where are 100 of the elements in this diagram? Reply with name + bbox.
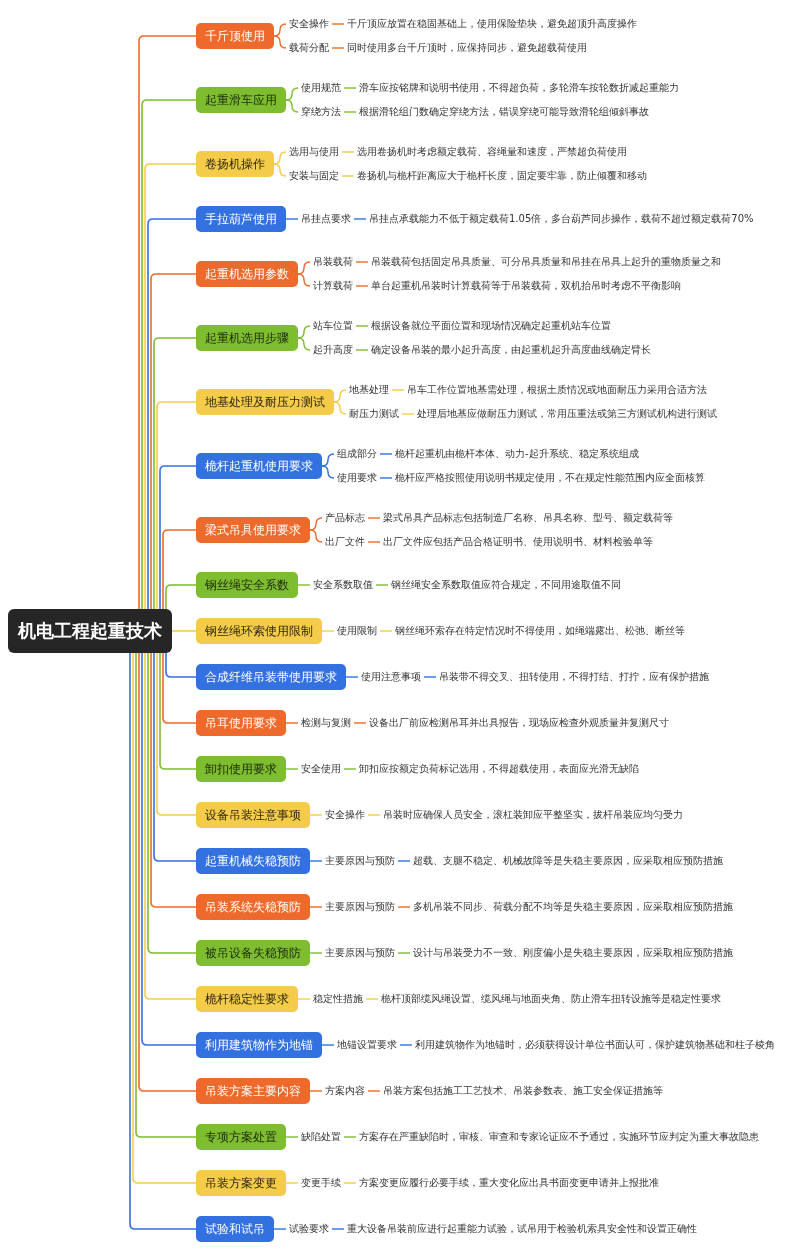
topic-box: 梁式吊具使用要求: [196, 517, 310, 543]
connector-line: [297, 998, 311, 1000]
connector-line: [309, 860, 323, 862]
subtopic-label: 计算载荷: [310, 279, 356, 293]
topic-box: 手拉葫芦使用: [196, 206, 286, 232]
detail-text: 梁式吊具产品标志包括制造厂名称、吊具名称、型号、额定载荷等: [380, 511, 676, 525]
connector-line: [141, 652, 197, 1046]
connector-line: [297, 273, 311, 287]
connector-line: [321, 453, 335, 467]
subtopic-label: 穿绕方法: [298, 105, 344, 119]
connector-line: [367, 1090, 381, 1092]
connector-line: [159, 652, 197, 770]
detail-text: 桅杆顶部缆风绳设置、缆风绳与地面夹角、防止滑车扭转设施等是稳定性要求: [378, 992, 724, 1006]
detail-text: 单台起重机吊装时计算载荷等于吊装载荷，双机抬吊时考虑不平衡影响: [368, 279, 684, 293]
connector-line: [399, 1044, 413, 1046]
detail-text: 卷扬机与桅杆距离应大于桅杆长度，固定要牢靠，防止倾覆和移动: [354, 169, 650, 183]
topic-box: 桅杆起重机使用要求: [196, 453, 322, 479]
connector-line: [297, 261, 311, 275]
connector-line: [379, 630, 393, 632]
detail-text: 出厂文件应包括产品合格证明书、使用说明书、材料检验单等: [380, 535, 656, 549]
connector-line: [273, 151, 287, 165]
subtopic-label: 使用注意事项: [358, 670, 424, 684]
detail-text: 方案变更应履行必要手续，重大变化应出具书面变更申请并上报批准: [356, 1176, 662, 1190]
detail-text: 吊车工作位置地基需处理，根据土质情况或地面耐压力采用合适方法: [404, 383, 710, 397]
connector-line: [165, 584, 197, 610]
connector-line: [397, 860, 411, 862]
connector-line: [273, 163, 287, 177]
connector-line: [297, 584, 311, 586]
topic-box: 卸扣使用要求: [196, 756, 286, 782]
connector-line: [138, 35, 197, 610]
subtopic-label: 吊挂点要求: [298, 212, 354, 226]
detail-text: 同时使用多台千斤顶时，应保持同步，避免超载荷使用: [344, 41, 590, 55]
detail-text: 吊装带不得交叉、扭转使用，不得打结、打拧，应有保护措施: [436, 670, 712, 684]
detail-text: 设备出厂前应检测吊耳并出具报告，现场应检查外观质量并复测尺寸: [366, 716, 672, 730]
topic-box: 被吊设备失稳预防: [196, 940, 310, 966]
detail-text: 桅杆应严格按照使用说明书规定使用，不在规定性能范围内应全面核算: [392, 471, 708, 485]
detail-text: 桅杆起重机由桅杆本体、动力-起升系统、稳定系统组成: [392, 447, 642, 461]
connector-line: [285, 99, 299, 113]
detail-text: 吊装载荷包括固定吊具质量、可分吊具质量和吊挂在吊具上起升的重物质量之和: [368, 255, 724, 269]
connector-line: [285, 1182, 299, 1184]
connector-line: [156, 652, 197, 816]
connector-line: [331, 23, 345, 25]
topic-box: 起重机选用参数: [196, 261, 298, 287]
connector-line: [309, 517, 323, 531]
connector-line: [162, 529, 197, 610]
detail-text: 钢丝绳环索存在特定情况时不得使用，如绳端露出、松弛、断丝等: [392, 624, 688, 638]
subtopic-label: 载荷分配: [286, 41, 332, 55]
connector-line: [285, 87, 299, 101]
detail-text: 滑车应按铭牌和说明书使用，不得超负荷，多轮滑车按轮数折减起重能力: [356, 81, 682, 95]
topic-box: 吊装方案主要内容: [196, 1078, 310, 1104]
subtopic-label: 产品标志: [322, 511, 368, 525]
connector-line: [162, 652, 197, 724]
connector-line: [141, 99, 197, 610]
connector-line: [309, 1090, 323, 1092]
subtopic-label: 检测与复测: [298, 716, 354, 730]
connector-line: [391, 389, 405, 391]
subtopic-label: 缺陷处置: [298, 1130, 344, 1144]
subtopic-label: 组成部分: [334, 447, 380, 461]
connector-line: [423, 676, 437, 678]
detail-text: 确定设备吊装的最小起升高度，由起重机起升高度曲线确定臂长: [368, 343, 654, 357]
topic-box: 专项方案处置: [196, 1124, 286, 1150]
detail-text: 吊挂点承载能力不低于额定载荷1.05倍，多台葫芦同步操作，载荷不超过额定载荷70%: [366, 212, 757, 226]
subtopic-label: 主要原因与预防: [322, 946, 398, 960]
topic-box: 起重滑车应用: [196, 87, 286, 113]
connector-line: [353, 722, 367, 724]
connector-line: [285, 1136, 299, 1138]
topic-box: 试验和试吊: [196, 1216, 274, 1242]
connector-line: [159, 465, 197, 610]
subtopic-label: 安全操作: [322, 808, 368, 822]
connector-line: [341, 151, 355, 153]
subtopic-label: 出厂文件: [322, 535, 368, 549]
subtopic-label: 安装与固定: [286, 169, 342, 183]
subtopic-label: 试验要求: [286, 1222, 332, 1236]
subtopic-label: 主要原因与预防: [322, 900, 398, 914]
connector-line: [365, 998, 379, 1000]
connector-line: [401, 413, 415, 415]
connector-line: [156, 401, 197, 610]
connector-line: [343, 87, 357, 89]
subtopic-label: 地基处理: [346, 383, 392, 397]
detail-text: 选用卷扬机时考虑额定载荷、容绳量和速度，严禁超负荷使用: [354, 145, 630, 159]
subtopic-label: 使用规范: [298, 81, 344, 95]
connector-line: [309, 529, 323, 543]
connector-line: [273, 35, 287, 49]
topic-box: 合成纤维吊装带使用要求: [196, 664, 346, 690]
connector-line: [379, 477, 393, 479]
subtopic-label: 选用与使用: [286, 145, 342, 159]
connector-line: [397, 952, 411, 954]
detail-text: 方案存在严重缺陷时，审核、审查和专家论证应不予通过，实施环节应判定为重大事故隐患: [356, 1130, 762, 1144]
connector-line: [165, 652, 197, 678]
connector-line: [345, 676, 359, 678]
detail-text: 重大设备吊装前应进行起重能力试验，试吊用于检验机索具安全性和设置正确性: [344, 1222, 700, 1236]
connector-line: [171, 630, 197, 632]
connector-line: [321, 465, 335, 479]
topic-box: 吊耳使用要求: [196, 710, 286, 736]
connector-line: [309, 952, 323, 954]
detail-text: 设计与吊装受力不一致、刚度偏小是失稳主要原因，应采取相应预防措施: [410, 946, 736, 960]
detail-text: 多机吊装不同步、荷载分配不均等是失稳主要原因，应采取相应预防措施: [410, 900, 736, 914]
topic-box: 卷扬机操作: [196, 151, 274, 177]
connector-line: [343, 1136, 357, 1138]
connector-line: [355, 349, 369, 351]
